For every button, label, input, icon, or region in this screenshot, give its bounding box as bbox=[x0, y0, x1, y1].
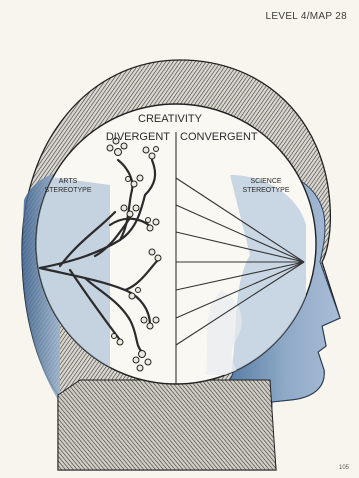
diagram-title: CREATIVITY bbox=[138, 113, 203, 125]
neck-shading bbox=[58, 380, 276, 470]
arts-stereotype-label-line1: ARTS bbox=[59, 178, 78, 185]
science-stereotype-label-line1: SCIENCE bbox=[250, 178, 281, 185]
convergent-heading: CONVERGENT bbox=[180, 131, 258, 143]
science-stereotype-label-line2: STEREOTYPE bbox=[242, 187, 289, 194]
page-number: 105 bbox=[339, 465, 349, 471]
divergent-heading: DIVERGENT bbox=[106, 131, 170, 143]
arts-stereotype-label-line2: STEREOTYPE bbox=[44, 187, 91, 194]
